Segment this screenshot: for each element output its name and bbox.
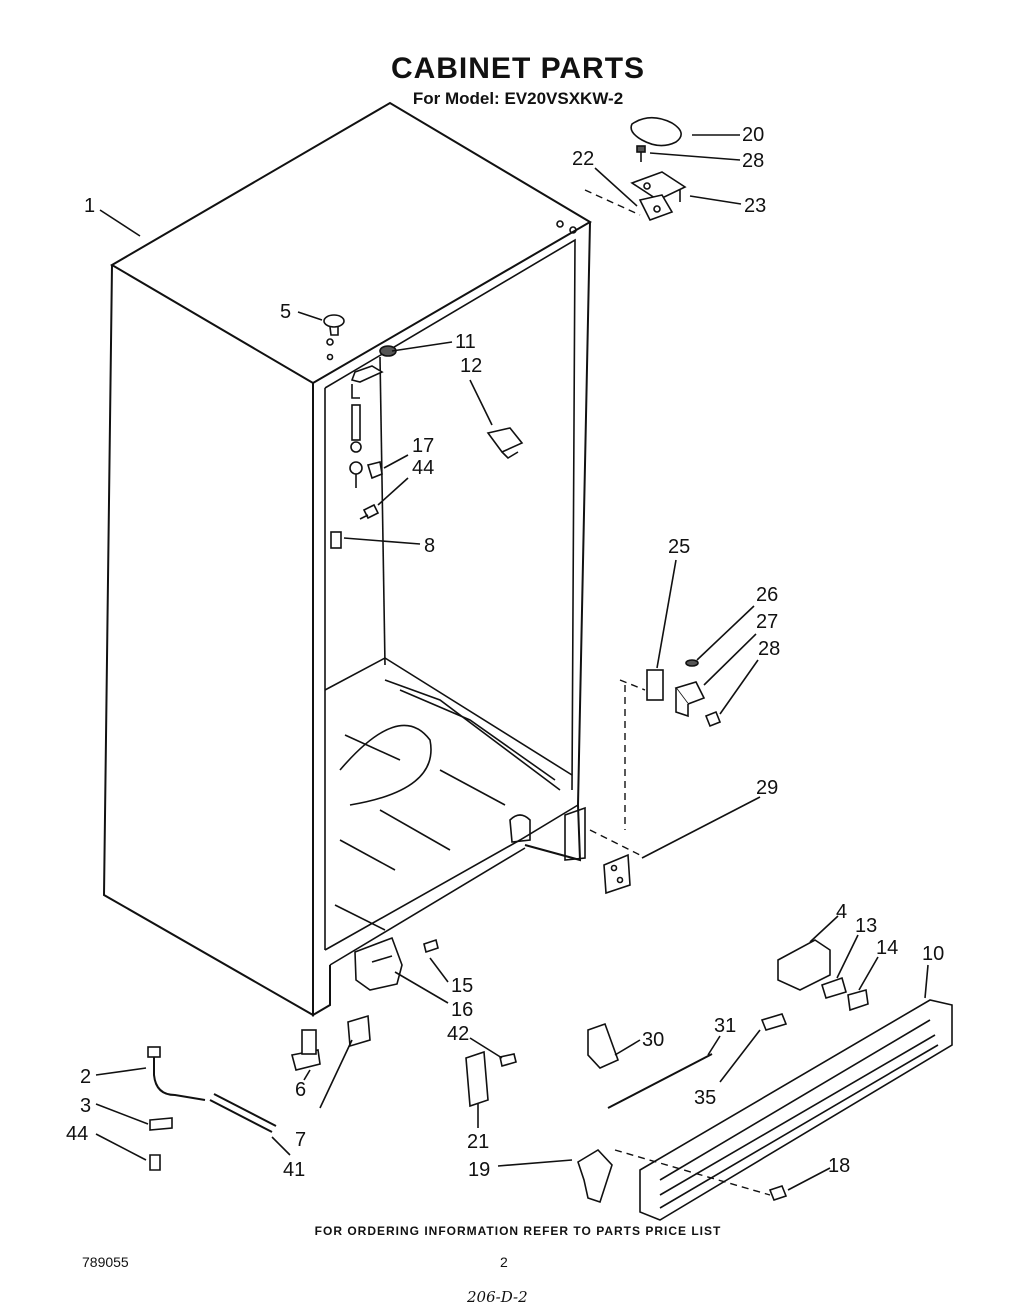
callout-4: 4 [836, 901, 847, 923]
document-number: 789055 [82, 1254, 129, 1270]
part-washer-26 [685, 659, 699, 667]
callout-26: 26 [756, 584, 778, 606]
callout-31: 31 [714, 1015, 736, 1037]
callout-7: 7 [295, 1129, 306, 1151]
part-bracket-30 [587, 1022, 620, 1069]
callout-19: 19 [468, 1159, 490, 1181]
part-control-4 [777, 939, 831, 991]
part-screw-42 [499, 1053, 517, 1068]
callout-8: 8 [424, 535, 435, 557]
model-subtitle: For Model: EV20VSXKW-2 [412, 89, 624, 108]
page-number: 2 [500, 1254, 508, 1270]
handwritten-note: 206-D-2 [467, 1288, 528, 1306]
callout-10: 10 [922, 943, 944, 965]
callout-44-upper: 44 [412, 457, 434, 479]
callout-20: 20 [742, 124, 764, 146]
callout-30: 30 [642, 1029, 664, 1051]
callout-3: 3 [80, 1095, 91, 1117]
part-rod-31 [607, 1053, 713, 1109]
callout-29: 29 [756, 777, 778, 799]
part-screw-44-upper [359, 503, 380, 520]
part-screw-44-lower [149, 1154, 161, 1171]
part-hinge-cover-20 [630, 116, 682, 147]
callout-27: 27 [756, 611, 778, 633]
part-knob-14 [847, 988, 869, 1012]
part-hinge-19 [577, 1148, 613, 1204]
callout-13: 13 [855, 915, 877, 937]
part-switch-13 [821, 976, 847, 999]
callout-44-lower: 44 [66, 1123, 88, 1145]
callout-1: 1 [84, 195, 95, 217]
part-center-hinge-27 [674, 681, 706, 718]
part-screw-28-top [636, 145, 646, 162]
part-clip-35 [760, 1013, 788, 1031]
callout-23: 23 [744, 195, 766, 217]
part-leveling-leg-6 [291, 1029, 321, 1071]
part-screw-18 [768, 1185, 788, 1201]
part-hinge-plate-25 [646, 669, 664, 701]
part-clip-8 [330, 531, 342, 549]
callout-2: 2 [80, 1066, 91, 1088]
callout-18: 18 [828, 1155, 850, 1177]
part-screw-15 [423, 938, 439, 954]
part-tube-41 [209, 1093, 277, 1133]
callout-25: 25 [668, 536, 690, 558]
part-bracket-21 [465, 1050, 489, 1108]
callout-42: 42 [447, 1023, 469, 1045]
callout-15: 15 [451, 975, 473, 997]
part-plug-5 [323, 314, 345, 336]
part-clamp-3 [149, 1117, 173, 1131]
callout-17: 17 [412, 435, 434, 457]
callout-labels: 1 5 11 12 17 44 8 20 28 22 23 25 26 27 2… [66, 124, 944, 1181]
part-bottom-hinge-29 [603, 853, 631, 895]
part-toe-grille-10 [614, 999, 953, 1221]
callout-28-top: 28 [742, 150, 764, 172]
callout-6: 6 [295, 1079, 306, 1101]
ordering-info-footer: FOR ORDERING INFORMATION REFER TO PARTS … [314, 1224, 722, 1238]
page-title: CABINET PARTS [390, 52, 646, 85]
leader-lines [95, 134, 929, 1191]
callout-5: 5 [280, 301, 291, 323]
callout-14: 14 [876, 937, 898, 959]
part-hinge-cap-7 [347, 1014, 371, 1048]
callout-16: 16 [451, 999, 473, 1021]
part-screw-28-mid [704, 710, 722, 728]
callout-41: 41 [283, 1159, 305, 1181]
part-top-hinge-23 [630, 171, 687, 221]
part-water-valve-2 [147, 1046, 206, 1101]
callout-21: 21 [467, 1131, 489, 1153]
part-switch-assembly-17 [349, 404, 383, 488]
callout-35: 35 [694, 1087, 716, 1109]
callout-22: 22 [572, 148, 594, 170]
callout-28-mid: 28 [758, 638, 780, 660]
part-door-stop-11 [350, 345, 397, 399]
callout-12: 12 [460, 355, 482, 377]
cabinet-body [102, 101, 646, 1017]
callout-11: 11 [455, 331, 476, 353]
part-bracket-12 [486, 427, 524, 460]
part-hinge-bracket-16 [354, 936, 403, 991]
